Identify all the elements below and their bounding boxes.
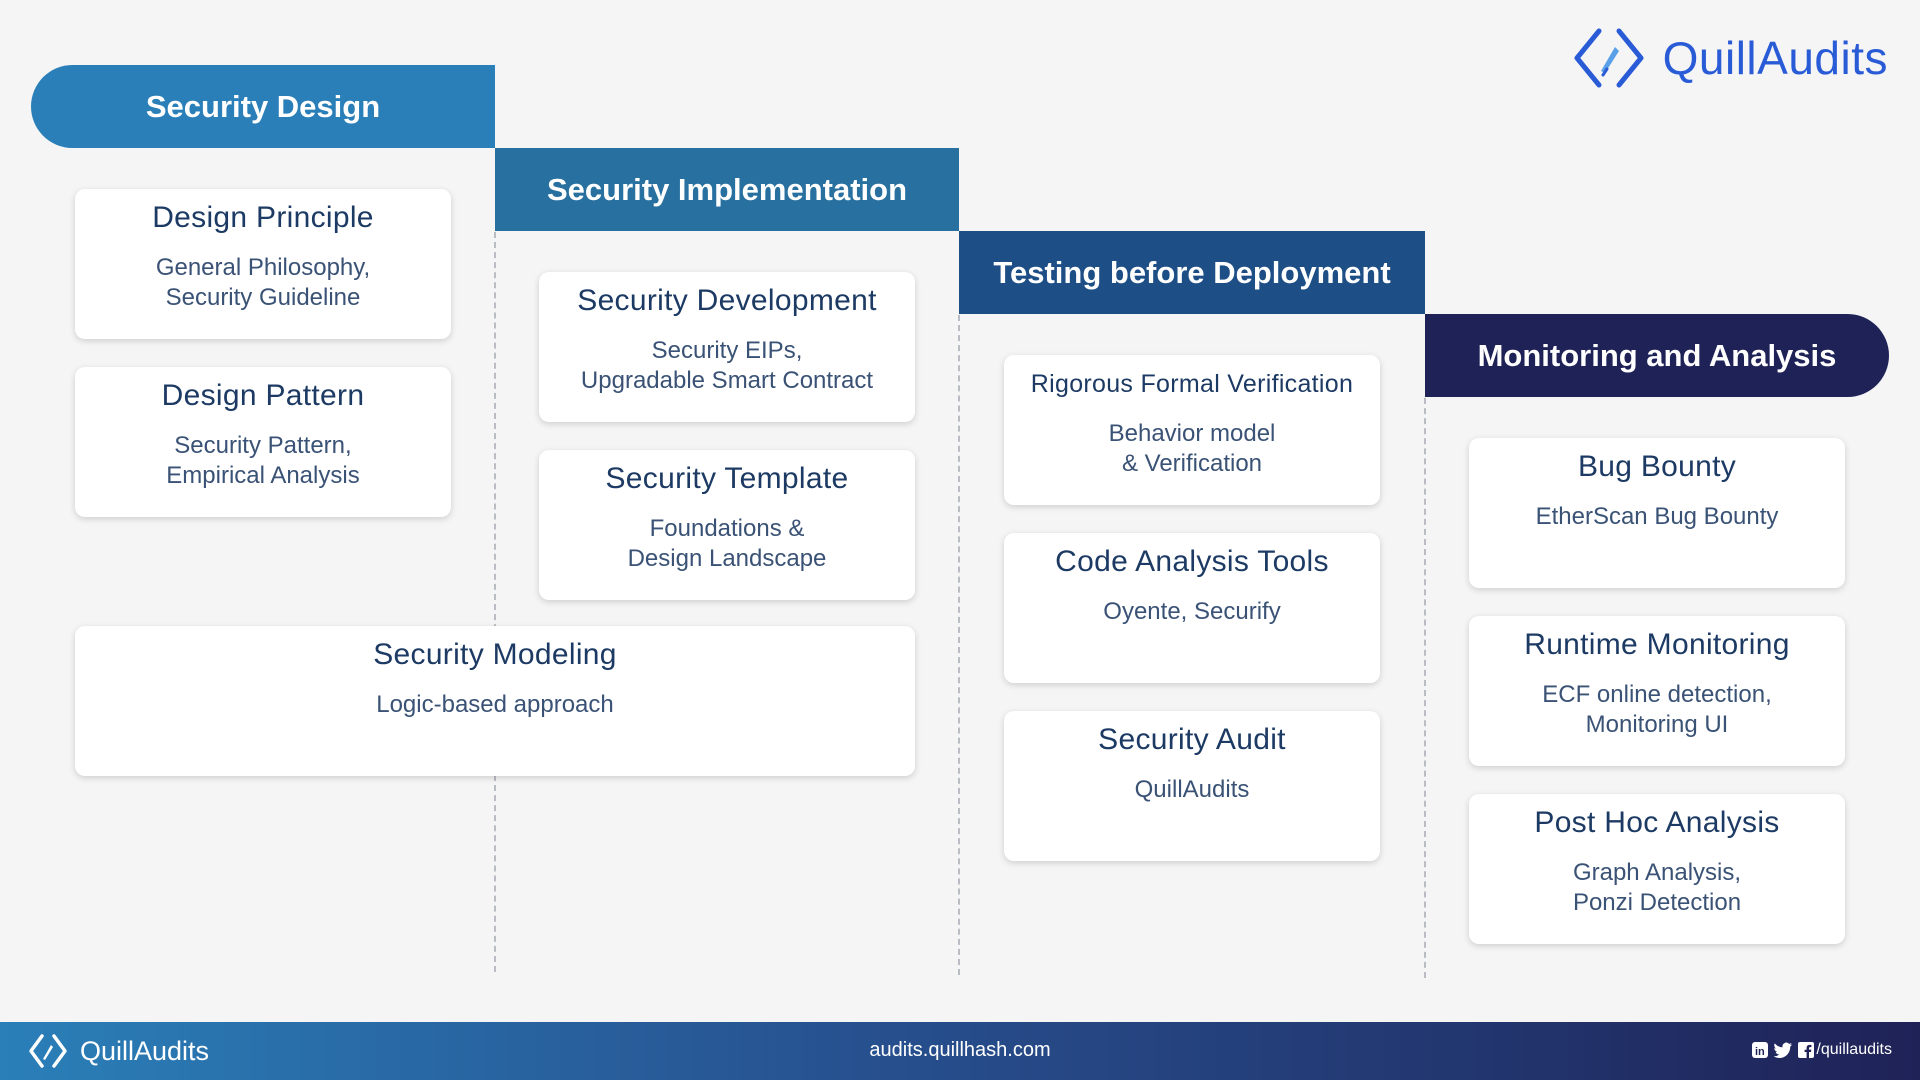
card-title: Rigorous Formal Verification bbox=[1030, 370, 1354, 398]
phase-testing-before-deployment: Testing before Deployment bbox=[959, 231, 1425, 314]
card-description: Behavior model & Verification bbox=[1108, 420, 1276, 477]
card-description: Security EIPs, Upgradable Smart Contract bbox=[580, 337, 874, 394]
phase-security-implementation: Security Implementation bbox=[495, 148, 959, 231]
card-title: Security Development bbox=[577, 284, 877, 317]
footer-logo: QuillAudits bbox=[28, 1033, 209, 1069]
phase-monitoring-and-analysis: Monitoring and Analysis bbox=[1425, 314, 1889, 397]
card-description: QuillAudits bbox=[1134, 776, 1250, 803]
card-description: Graph Analysis, Ponzi Detection bbox=[1572, 859, 1742, 916]
brand-logo: QuillAudits bbox=[1573, 25, 1888, 91]
card-security-modeling: Security Modeling Logic-based approach bbox=[75, 626, 915, 776]
phase-security-design: Security Design bbox=[31, 65, 495, 148]
card-title: Runtime Monitoring bbox=[1524, 628, 1790, 661]
linkedin-icon[interactable]: in bbox=[1752, 1042, 1769, 1058]
footer-social: in /quillaudits bbox=[1752, 1041, 1892, 1059]
card-description: Security Pattern, Empirical Analysis bbox=[166, 432, 360, 489]
card-security-audit: Security Audit QuillAudits bbox=[1004, 711, 1380, 861]
svg-text:in: in bbox=[1755, 1046, 1765, 1058]
card-design-pattern: Design Pattern Security Pattern, Empiric… bbox=[75, 367, 451, 517]
phase-divider bbox=[494, 232, 496, 972]
card-title: Code Analysis Tools bbox=[1055, 545, 1329, 578]
card-description: Logic-based approach bbox=[376, 691, 614, 718]
card-title: Design Principle bbox=[152, 201, 374, 234]
card-title: Bug Bounty bbox=[1577, 450, 1737, 483]
quillaudits-logo-icon bbox=[29, 1034, 67, 1068]
card-title: Security Modeling bbox=[373, 638, 617, 671]
card-bug-bounty: Bug Bounty EtherScan Bug Bounty bbox=[1469, 438, 1845, 588]
card-description: EtherScan Bug Bounty bbox=[1535, 503, 1779, 530]
twitter-icon[interactable] bbox=[1773, 1042, 1793, 1058]
card-formal-verification: Rigorous Formal Verification Behavior mo… bbox=[1004, 355, 1380, 505]
phase-divider bbox=[1424, 398, 1426, 978]
card-title: Design Pattern bbox=[161, 379, 365, 412]
card-title: Security Audit bbox=[1098, 723, 1286, 756]
card-runtime-monitoring: Runtime Monitoring ECF online detection,… bbox=[1469, 616, 1845, 766]
social-handle[interactable]: /quillaudits bbox=[1816, 1041, 1892, 1058]
footer-bar: QuillAudits audits.quillhash.com in /qui… bbox=[0, 1022, 1920, 1080]
facebook-icon[interactable] bbox=[1798, 1042, 1815, 1058]
card-title: Post Hoc Analysis bbox=[1534, 806, 1780, 839]
footer-url[interactable]: audits.quillhash.com bbox=[869, 1039, 1051, 1061]
card-description: ECF online detection, Monitoring UI bbox=[1542, 681, 1772, 738]
phase-divider bbox=[958, 315, 960, 975]
brand-name: QuillAudits bbox=[1662, 32, 1888, 84]
card-security-template: Security Template Foundations & Design L… bbox=[539, 450, 915, 600]
card-title: Security Template bbox=[605, 462, 849, 495]
card-description: Oyente, Securify bbox=[1103, 598, 1281, 625]
card-design-principle: Design Principle General Philosophy, Sec… bbox=[75, 189, 451, 339]
card-description: General Philosophy, Security Guideline bbox=[155, 254, 371, 311]
card-description: Foundations & Design Landscape bbox=[627, 515, 827, 572]
card-post-hoc-analysis: Post Hoc Analysis Graph Analysis, Ponzi … bbox=[1469, 794, 1845, 944]
card-security-development: Security Development Security EIPs, Upgr… bbox=[539, 272, 915, 422]
footer-brand: QuillAudits bbox=[80, 1035, 210, 1066]
card-code-analysis-tools: Code Analysis Tools Oyente, Securify bbox=[1004, 533, 1380, 683]
quillaudits-logo-icon bbox=[1574, 28, 1644, 88]
